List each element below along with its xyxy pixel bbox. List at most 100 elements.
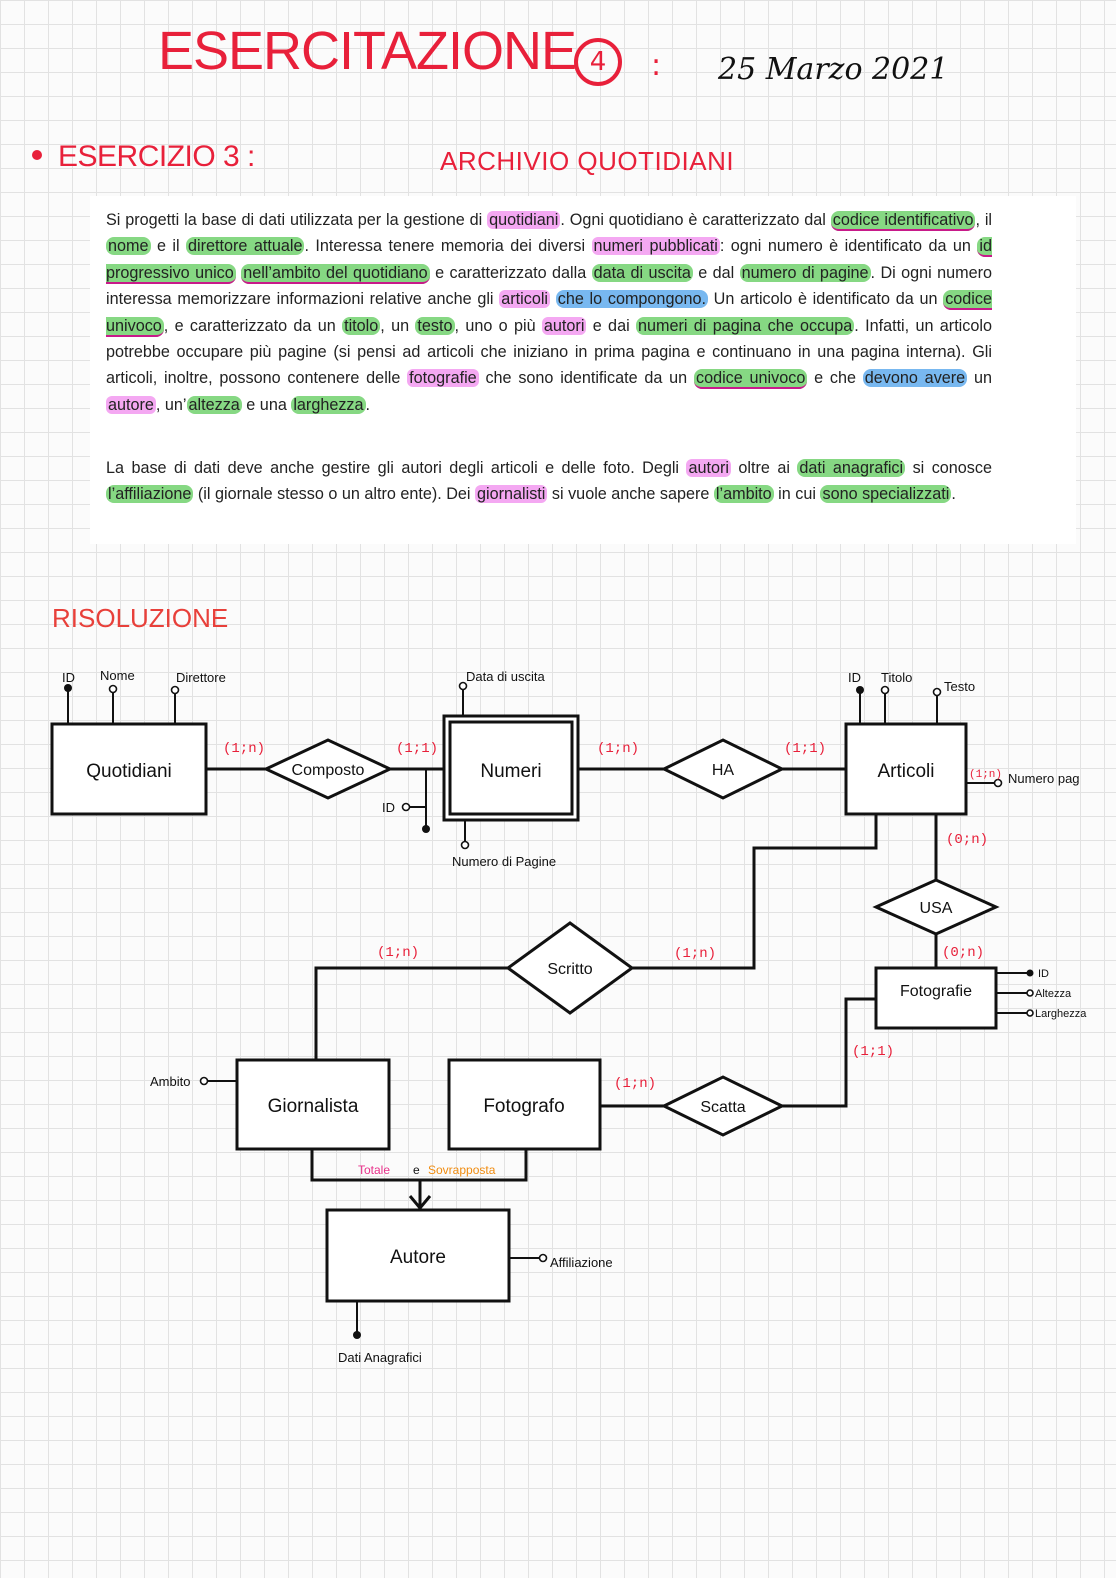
relation-label: HA <box>712 762 735 779</box>
text-run: La base di dati deve anche gestire gli a… <box>106 459 687 477</box>
text-run: , un’ <box>155 395 187 414</box>
generalization-arrow-head <box>408 1195 432 1211</box>
attribute-label: Numero pag <box>1008 771 1080 786</box>
highlight-entity: quotidiani <box>487 211 561 229</box>
cardinality-label: (0;n) <box>946 832 988 848</box>
solution-heading: Risoluzione <box>52 603 229 633</box>
attribute-dot <box>458 681 468 691</box>
identifier-dot <box>856 686 864 694</box>
highlight-relation: che lo compongono. <box>555 290 708 309</box>
cardinality-label: (1;n) <box>614 1076 656 1092</box>
text-run: e che <box>807 369 863 388</box>
text-run: . Ogni quotidiano è caratterizzato dal <box>560 211 831 229</box>
relation-label: Scritto <box>547 961 592 978</box>
attribute-dot <box>538 1253 548 1263</box>
attribute-label: ID <box>62 670 75 685</box>
connector-line <box>632 815 878 970</box>
entity-numeri <box>448 720 574 816</box>
attribute-label: Dati Anagrafici <box>338 1350 422 1365</box>
highlight-attribute: codice identificativo <box>830 211 976 231</box>
generalization-total-label: Totale <box>358 1163 390 1177</box>
cardinality-label: (1;1) <box>784 741 826 757</box>
text-run: oltre ai <box>730 459 798 477</box>
entity-label: Articoli <box>877 761 934 782</box>
highlight-attribute: nome <box>106 237 151 256</box>
relation-label: Composto <box>292 762 365 779</box>
attribute-dot <box>880 685 890 695</box>
text-run: e dal <box>692 263 740 282</box>
attribute-label: Affiliazione <box>550 1255 613 1270</box>
attribute-label: Larghezza <box>1035 1008 1087 1020</box>
attribute-label: Testo <box>944 679 975 694</box>
entity-quotidiani <box>50 722 208 816</box>
text-run: . Infatti, un articolo potrebbe occupare… <box>106 316 992 388</box>
text-run: : ogni numero è identificato da un <box>719 237 978 256</box>
highlight-entity: autori <box>686 459 731 477</box>
text-run: e una <box>241 395 292 414</box>
text-run: , un <box>380 316 416 335</box>
exercise-title: Archivio Quotidiani <box>440 146 735 176</box>
exercise-label: Esercizio 3 : <box>58 140 255 173</box>
attribute-dot <box>932 687 942 697</box>
entity-label: Autore <box>390 1247 446 1268</box>
text-run: e il <box>150 237 187 256</box>
highlight-attribute: numero di pagine <box>739 263 871 282</box>
highlight-entity: autori <box>541 316 587 335</box>
paragraph-2: La base di dati deve anche gestire gli a… <box>106 455 992 508</box>
text-run: , e caratterizzato da un <box>163 316 343 335</box>
cardinality-label: (1;n) <box>674 946 716 962</box>
text-run: . <box>951 485 956 504</box>
generalization-overlap-label: Sovrapposta <box>428 1163 496 1177</box>
text-run: , il <box>975 211 993 229</box>
highlight-attribute: nell’ambito del quotidiano <box>241 263 430 284</box>
highlight-attribute: altezza <box>186 395 242 414</box>
connector-line <box>314 966 508 1060</box>
text-run: in cui <box>773 485 821 504</box>
highlight-attribute: dati anagrafici <box>797 459 906 477</box>
highlight-attribute: l’ambito <box>713 485 774 504</box>
identifier-dot <box>64 684 72 692</box>
entity-fotografie <box>874 966 998 1030</box>
text-run: . Di ogni numero interessa memorizzare i… <box>106 263 993 309</box>
highlight-attribute: data di uscita <box>591 263 693 282</box>
attribute-label: Nome <box>100 668 135 683</box>
highlight-attribute: sono specializzati <box>820 485 952 504</box>
attribute-label: Direttore <box>176 670 226 685</box>
highlight-entity: articoli <box>499 290 551 309</box>
entity-label: Quotidiani <box>86 761 172 782</box>
attribute-dot <box>108 684 118 694</box>
entity-articoli <box>844 722 968 816</box>
attribute-label: ID <box>1038 968 1049 980</box>
relation-ha <box>660 738 786 800</box>
attribute-label: ID <box>848 670 861 685</box>
exercise-text-block: Si progetti la base di dati utilizzata p… <box>90 196 1076 544</box>
attribute-label: Data di uscita <box>466 669 546 684</box>
attribute-dot <box>993 778 1003 788</box>
highlight-attribute: numeri di pagina che occupa <box>635 316 855 335</box>
entity-label: Fotografie <box>900 983 972 1000</box>
highlight-entity: fotografie <box>407 369 479 388</box>
page-title: Esercitazione <box>158 21 577 81</box>
highlight-attribute: titolo <box>342 316 381 335</box>
cardinality-label: (1;1) <box>852 1044 894 1060</box>
highlight-attribute: direttore attuale <box>186 237 305 256</box>
text-run: , uno o più <box>454 316 542 335</box>
attribute-label: Altezza <box>1035 988 1072 1000</box>
highlight-entity: giornalisti <box>475 485 548 504</box>
relation-scritto <box>505 921 635 1015</box>
cardinality-label: (1;1) <box>396 741 438 757</box>
text-run: si vuole anche sapere <box>547 485 714 504</box>
attribute-dot <box>170 685 180 695</box>
highlight-attribute: larghezza <box>291 395 366 414</box>
relation-label: USA <box>920 900 953 917</box>
identifier-dot <box>1026 969 1034 977</box>
attribute-dot <box>460 840 470 850</box>
text-run: che sono identificate da un <box>478 369 694 388</box>
text-run: si conosce <box>905 459 992 477</box>
text-run: un <box>967 369 992 388</box>
relation-scatta <box>660 1075 786 1137</box>
cardinality-label: (1;n) <box>223 741 265 757</box>
text-run: Un articolo è identificato da un <box>707 290 944 309</box>
text-run: Si progetti la base di dati utilizzata p… <box>106 211 488 229</box>
entity-label: Numeri <box>480 761 541 782</box>
